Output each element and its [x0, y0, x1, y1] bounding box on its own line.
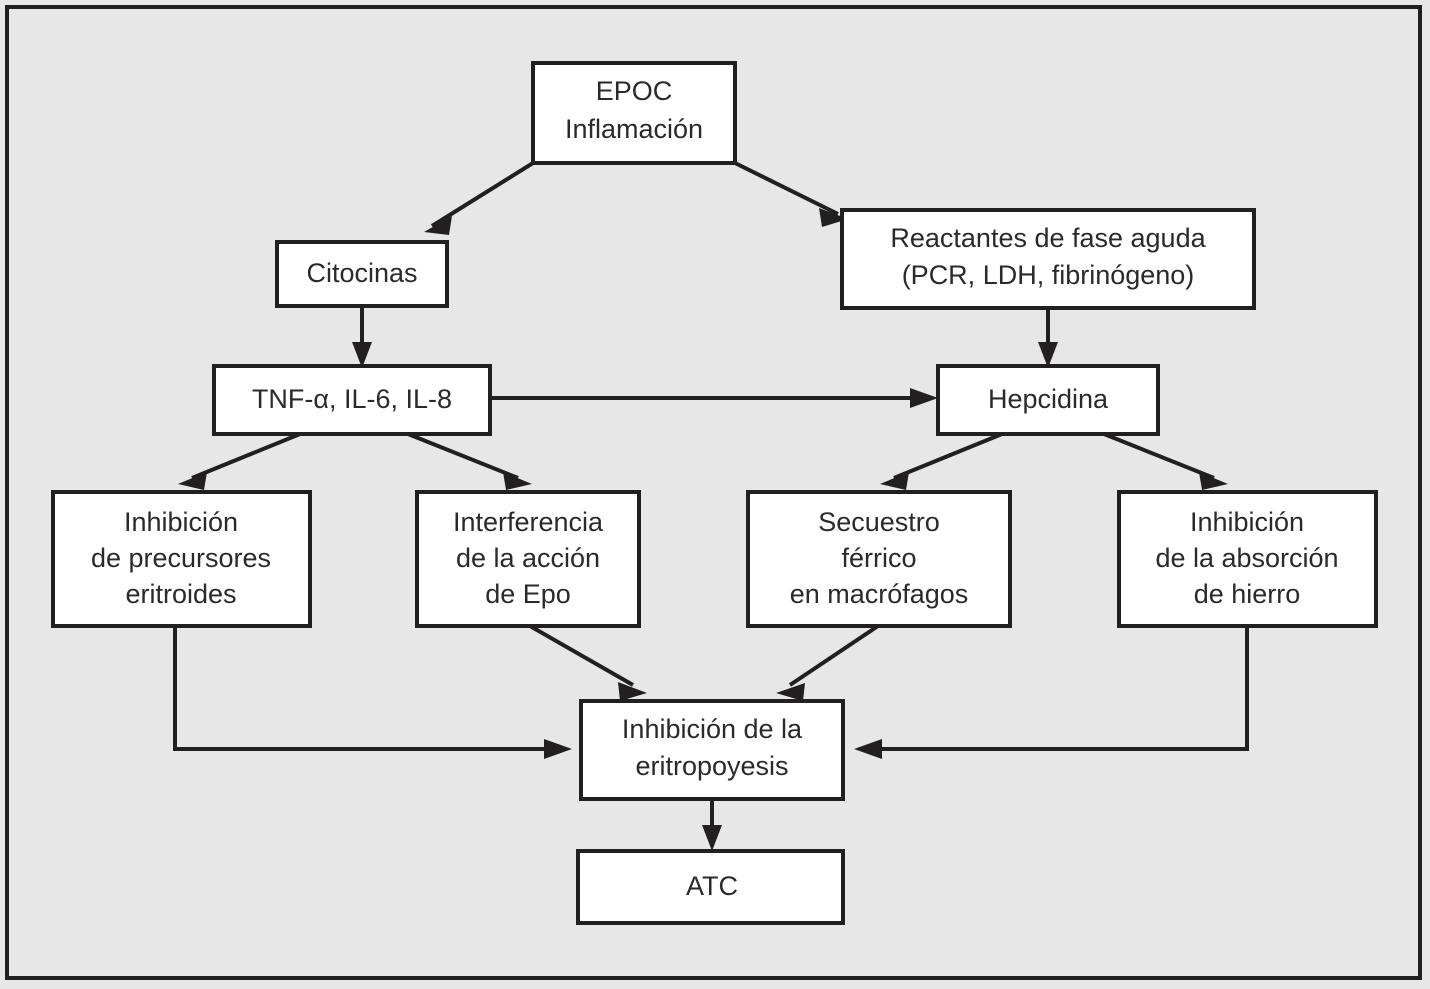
- node-tnf[interactable]: TNF-α, IL-6, IL-8: [212, 364, 492, 436]
- node-inhib-precursores[interactable]: Inhibición de precursores eritroides: [51, 490, 312, 628]
- node-interferencia-epo-line-2: de Epo: [485, 579, 571, 609]
- edge-interferencia-epo-to-eritropoyesis: [529, 624, 647, 701]
- node-interferencia-epo-line-1: de la acción: [456, 543, 600, 573]
- node-inhib-eritropoyesis[interactable]: Inhibición de la eritropoyesis: [579, 699, 845, 801]
- node-epoc[interactable]: EPOC Inflamación: [531, 61, 737, 165]
- node-atc-line-0: ATC: [686, 871, 738, 901]
- node-reactantes-line-1: (PCR, LDH, fibrinógeno): [902, 260, 1195, 290]
- node-inhib-eritropoyesis-line-1: eritropoyesis: [635, 751, 788, 781]
- node-inhib-absorcion-line-0: Inhibición: [1190, 507, 1304, 537]
- edge-citocinas-to-tnf: [352, 306, 372, 368]
- node-atc[interactable]: ATC: [576, 849, 845, 925]
- node-secuestro[interactable]: Secuestro férrico en macrófagos: [746, 490, 1012, 628]
- node-secuestro-line-2: en macrófagos: [790, 579, 969, 609]
- edge-tnf-to-hepcidina: [490, 388, 938, 408]
- node-inhib-precursores-line-2: eritroides: [125, 579, 236, 609]
- edge-hepcidina-to-secuestro: [880, 432, 1003, 490]
- node-inhib-precursores-line-0: Inhibición: [124, 507, 238, 537]
- edge-epoc-to-citocinas: [424, 161, 535, 235]
- edge-tnf-to-interferencia-epo: [407, 432, 532, 490]
- node-hepcidina[interactable]: Hepcidina: [936, 364, 1160, 436]
- node-interferencia-epo[interactable]: Interferencia de la acción de Epo: [415, 490, 641, 628]
- node-secuestro-line-1: férrico: [841, 543, 916, 573]
- node-hepcidina-line-0: Hepcidina: [988, 384, 1109, 414]
- node-inhib-absorcion[interactable]: Inhibición de la absorción de hierro: [1117, 490, 1378, 628]
- edge-inhib-absorcion-to-eritropoyesis: [854, 626, 1249, 759]
- node-citocinas-line-0: Citocinas: [306, 258, 417, 288]
- node-interferencia-epo-line-0: Interferencia: [453, 507, 604, 537]
- edge-secuestro-to-eritropoyesis: [776, 624, 880, 701]
- node-epoc-line-1: Inflamación: [565, 114, 703, 144]
- node-reactantes[interactable]: Reactantes de fase aguda (PCR, LDH, fibr…: [840, 208, 1256, 310]
- node-inhib-eritropoyesis-line-0: Inhibición de la: [622, 714, 803, 744]
- edge-inhib-precursores-to-eritropoyesis: [173, 626, 572, 759]
- edge-reactantes-to-hepcidina: [1038, 308, 1058, 368]
- node-inhib-absorcion-line-1: de la absorción: [1155, 543, 1338, 573]
- node-epoc-line-0: EPOC: [596, 76, 673, 106]
- node-secuestro-line-0: Secuestro: [818, 507, 940, 537]
- edge-eritropoyesis-to-atc: [702, 799, 722, 851]
- node-reactantes-line-0: Reactantes de fase aguda: [890, 223, 1206, 253]
- node-tnf-line-0: TNF-α, IL-6, IL-8: [252, 384, 452, 414]
- edge-tnf-to-inhib-precursores: [178, 432, 301, 490]
- edge-hepcidina-to-inhib-absorcion: [1103, 432, 1228, 490]
- node-inhib-absorcion-line-2: de hierro: [1194, 579, 1301, 609]
- edge-epoc-to-reactantes: [734, 161, 848, 227]
- node-inhib-precursores-line-1: de precursores: [91, 543, 271, 573]
- node-citocinas[interactable]: Citocinas: [275, 240, 449, 308]
